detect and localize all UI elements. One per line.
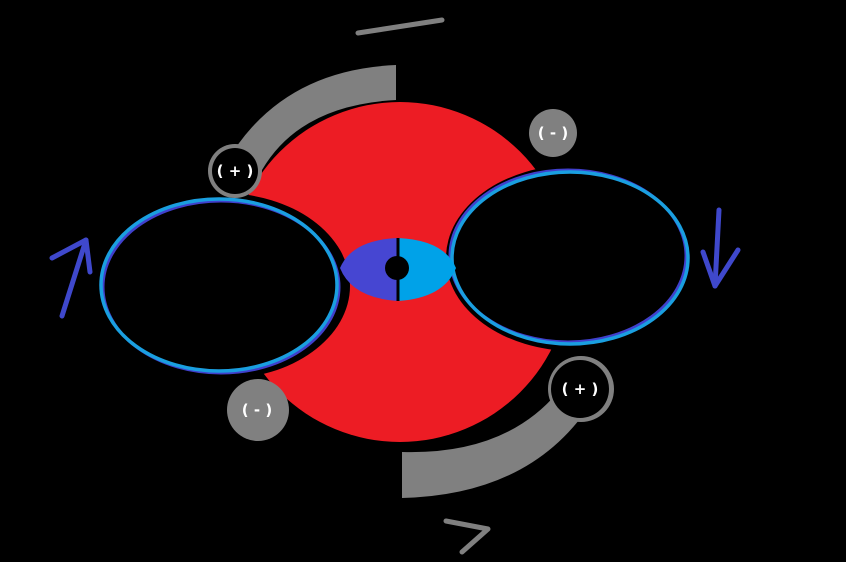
sign-marker-bottom-right: ( + ) (548, 356, 614, 422)
arrow-up-icon (49, 237, 93, 319)
right-loop-inner-ring (448, 168, 688, 344)
sign-marker-top-right: ( - ) (529, 109, 577, 157)
arrow-down-shaft (712, 207, 722, 289)
right-loop (450, 170, 690, 346)
left-loop-inner-ring (101, 199, 341, 375)
sign-label: ( + ) (562, 380, 599, 398)
sign-label: ( - ) (538, 124, 568, 142)
bottom-gray-arc (402, 392, 590, 498)
core-center-dot (385, 256, 409, 280)
top-gray-stroke (355, 17, 445, 36)
sign-badge (529, 109, 577, 157)
arrow-up-head (49, 237, 93, 275)
sign-badge (551, 360, 609, 418)
sign-marker-top-left: ( + ) (208, 144, 262, 198)
arrow-down-icon (700, 207, 741, 289)
sign-badge (212, 148, 258, 194)
left-lobe-shadow (94, 193, 350, 379)
left-loop (99, 197, 339, 373)
arrow-down-head (700, 247, 741, 289)
sign-label: ( - ) (242, 401, 272, 419)
core-left-half (340, 238, 398, 301)
sign-badge (227, 379, 289, 441)
bottom-gray-stroke (443, 518, 491, 555)
sign-label: ( + ) (217, 162, 254, 180)
core-right-half (398, 238, 456, 301)
top-gray-arc (226, 65, 396, 170)
right-lobe-shadow (446, 165, 702, 351)
sign-marker-bottom-left: ( - ) (227, 379, 289, 441)
arrow-up-shaft (59, 237, 89, 319)
